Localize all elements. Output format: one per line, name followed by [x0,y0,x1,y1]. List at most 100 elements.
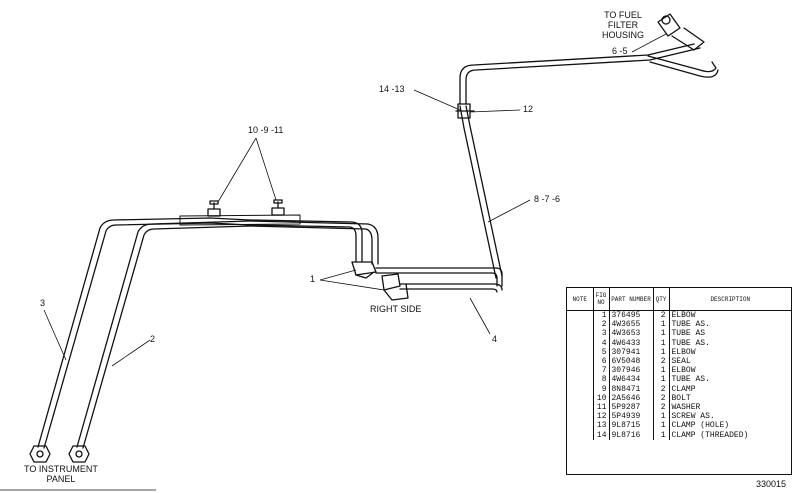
tube-nut-2 [68,445,90,463]
label-instrument-panel: TO INSTRUMENT PANEL [24,464,98,484]
callout-1: 1 [310,274,316,284]
note-cell [567,347,594,357]
part-number-cell: 376495 [609,310,654,321]
header-description: DESCRIPTION [669,288,791,311]
fuel-filter-elbow [657,13,705,51]
qty-cell: 2 [653,384,670,394]
note-cell [567,329,594,339]
fig-number-cell: 13 [593,421,610,431]
part-number-cell: 4W3653 [609,329,654,339]
part-number-cell: 9L8716 [609,430,654,440]
callout-3: 3 [40,298,46,308]
qty-cell: 1 [653,430,670,440]
tube-nut-3 [29,445,51,463]
header-part-number: PART NUMBER [609,288,654,311]
parts-list-table: NOTE FIG NO PART NUMBER QTY DESCRIPTION … [566,287,792,475]
part-number-cell: 4W3655 [609,320,654,330]
note-cell [567,310,594,321]
tube-assembly-2 [76,220,251,448]
note-cell [567,366,594,376]
callout-8-7-6: 8 -7 -6 [534,194,561,204]
label-right-side: RIGHT SIDE [370,304,422,314]
qty-cell: 1 [653,338,670,348]
part-number-cell: 5P9287 [609,402,654,413]
part-number-cell: 9L8715 [609,421,654,431]
note-cell [567,412,594,422]
tube-clamp [455,103,475,119]
note-cell [567,402,594,413]
part-number-cell: 6V5048 [609,356,654,367]
qty-cell: 1 [653,347,670,357]
qty-cell: 1 [653,366,670,376]
fig-number-cell: 6 [593,356,610,367]
fig-number-cell: 3 [593,329,610,339]
fig-number-cell: 8 [593,375,610,385]
description-cell: TUBE AS [671,329,706,339]
mounting-bracket [179,214,301,226]
note-cell [567,375,594,385]
qty-cell: 1 [653,320,670,330]
description-cell: ELBOW [671,366,696,376]
qty-cell: 1 [653,375,670,385]
part-number-cell: 2A5646 [609,393,654,403]
description-cell: TUBE AS. [671,320,710,330]
fig-number-cell: 10 [593,393,610,403]
callout-2: 2 [150,334,156,344]
header-qty: QTY [653,288,670,311]
part-number-cell: 8N8471 [609,384,654,394]
description-cell: TUBE AS. [671,375,710,385]
header-fig-no: FIG NO [593,288,610,311]
qty-cell: 1 [653,329,670,339]
clamp-bolt-right [271,199,285,216]
description-cell: SEAL [671,357,691,367]
fig-number-cell: 9 [593,384,610,394]
label-fuel-filter: TO FUEL FILTER HOUSING [602,10,644,40]
note-cell [567,338,594,348]
tube-assembly-8 [465,105,503,277]
callout-6-5: 6 -5 [612,46,628,56]
fig-number-cell: 7 [593,366,610,376]
clamp-bolt-left [207,200,221,217]
qty-cell: 1 [653,421,670,431]
fig-number-cell: 2 [593,320,610,330]
callout-12: 12 [523,104,534,114]
description-cell: BOLT [671,393,691,403]
label-instrument-panel-line2: PANEL [46,474,76,484]
qty-cell: 2 [653,393,670,403]
note-cell [567,356,594,367]
description-cell: WASHER [671,402,701,412]
qty-cell: 2 [653,356,670,367]
tube-assembly-3 [37,217,251,448]
elbow-fitting-lower [381,273,409,301]
fig-number-cell: 1 [593,310,610,321]
tube-assembly-4 [375,267,503,287]
fig-number-cell: 4 [593,338,610,348]
note-cell [567,421,594,431]
note-cell [567,430,594,440]
fig-number-cell: 5 [593,347,610,357]
label-fuel-filter-line3: HOUSING [602,30,645,40]
fig-number-cell: 12 [593,412,610,422]
note-cell [567,384,594,394]
label-fuel-filter-line2: FILTER [607,20,639,30]
parts-table-header: NOTE FIG NO PART NUMBER QTY DESCRIPTION [567,288,791,311]
part-number-cell: 307941 [609,347,654,357]
header-note: NOTE [567,288,594,311]
description-cell: ELBOW [671,347,696,357]
qty-cell: 2 [653,310,670,321]
